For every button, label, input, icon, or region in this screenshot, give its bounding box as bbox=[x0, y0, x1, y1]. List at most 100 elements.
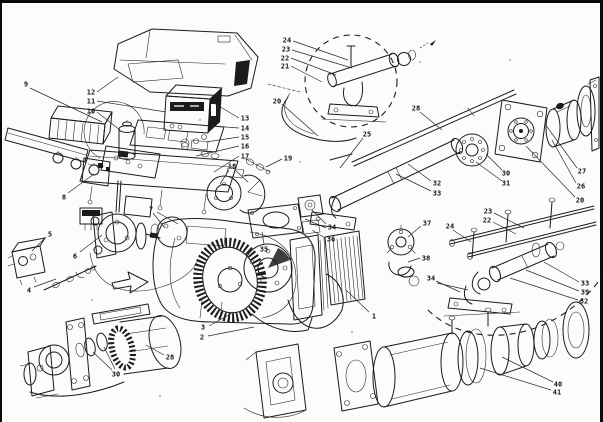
leader-line-23-27 bbox=[291, 49, 353, 69]
callout-14: 14 bbox=[241, 125, 249, 133]
leader-line-31-36 bbox=[475, 161, 503, 182]
leader-line-8-9 bbox=[67, 173, 95, 194]
callout-3: 3 bbox=[201, 324, 205, 332]
callout-4: 4 bbox=[27, 287, 31, 295]
leader-line-34-43 bbox=[435, 280, 461, 293]
callout-21: 21 bbox=[281, 63, 289, 71]
leader-line-21-29 bbox=[290, 65, 323, 83]
callout-16: 16 bbox=[241, 143, 249, 151]
callout-30: 30 bbox=[502, 170, 510, 178]
leader-line-41-48 bbox=[479, 367, 552, 391]
leader-line-20-39 bbox=[525, 145, 576, 198]
leader-line-9-0 bbox=[29, 87, 103, 123]
callout-32: 32 bbox=[433, 180, 441, 188]
callout-41: 41 bbox=[553, 389, 561, 397]
callout-5: 5 bbox=[48, 231, 52, 239]
callout-35: 35 bbox=[260, 246, 268, 254]
leader-line-3-16 bbox=[208, 311, 235, 327]
frame-border-left bbox=[0, 0, 2, 422]
callout-24: 24 bbox=[283, 37, 291, 45]
leader-line-25-31 bbox=[339, 137, 364, 169]
leader-line-30-25 bbox=[103, 346, 116, 370]
leader-line-35-19 bbox=[261, 231, 265, 245]
leader-line-34-20 bbox=[304, 218, 327, 229]
blower-housing-group bbox=[150, 157, 344, 332]
leader-line-18-10 bbox=[234, 169, 249, 183]
leader-line-39-45 bbox=[525, 269, 580, 292]
callout-7: 7 bbox=[149, 206, 153, 214]
leader-line-13-4 bbox=[211, 101, 240, 119]
leader-line-17-8 bbox=[213, 155, 240, 173]
leader-line-7-12 bbox=[152, 212, 165, 228]
callout-20: 20 bbox=[576, 197, 584, 205]
callout-32: 32 bbox=[580, 298, 588, 306]
leader-line-15-6 bbox=[205, 136, 240, 143]
callout-22: 22 bbox=[281, 55, 289, 63]
heater-grid-group bbox=[289, 230, 366, 321]
leader-line-27-37 bbox=[544, 123, 578, 169]
callout-10: 10 bbox=[87, 108, 95, 116]
leader-line-6-13 bbox=[79, 234, 103, 253]
leader-line-18-10 bbox=[219, 169, 230, 185]
callout-17: 17 bbox=[241, 153, 249, 161]
leader-line-11-2 bbox=[96, 100, 167, 113]
leader-line-34-20 bbox=[311, 209, 327, 225]
relay-block bbox=[4, 105, 161, 179]
leader-line-28-24 bbox=[145, 344, 165, 356]
leader-line-19-11 bbox=[265, 158, 283, 168]
callout-28: 28 bbox=[166, 354, 174, 362]
frame-border-top bbox=[0, 0, 603, 3]
callout-18: 18 bbox=[228, 163, 236, 171]
callout-12: 12 bbox=[87, 89, 95, 97]
callout-26: 26 bbox=[577, 183, 585, 191]
leader-line-38-23 bbox=[407, 257, 421, 263]
leader-line-28-32 bbox=[419, 111, 443, 131]
leader-line-32-33 bbox=[407, 163, 432, 182]
callout-15: 15 bbox=[241, 134, 249, 142]
leader-line-40-47 bbox=[501, 356, 554, 383]
callout-13: 13 bbox=[241, 115, 249, 123]
leader-line-36-21 bbox=[311, 229, 326, 239]
frame-border-right bbox=[600, 0, 603, 422]
scan-speckles bbox=[91, 59, 557, 397]
leader-line-26-38 bbox=[551, 139, 577, 184]
leader-line-24-42 bbox=[452, 229, 472, 243]
callout-23: 23 bbox=[484, 208, 492, 216]
leader-line-14-5 bbox=[199, 124, 240, 129]
leader-line-4-15 bbox=[33, 278, 57, 288]
leader-line-2-17 bbox=[207, 326, 255, 337]
callout-1: 1 bbox=[372, 313, 376, 321]
callout-24: 24 bbox=[446, 223, 454, 231]
leader-line-5-14 bbox=[31, 236, 47, 252]
leader-line-10-3 bbox=[96, 111, 121, 131]
callout-38: 38 bbox=[422, 255, 430, 263]
leader-line-30-25 bbox=[92, 351, 113, 371]
leader-line-20-30 bbox=[281, 103, 319, 137]
callout-8: 8 bbox=[62, 194, 66, 202]
callout-2: 2 bbox=[200, 334, 204, 342]
callout-11: 11 bbox=[87, 98, 95, 106]
callout-34: 34 bbox=[427, 275, 435, 283]
leader-line-7-12 bbox=[156, 211, 179, 225]
callout-19: 19 bbox=[284, 155, 292, 163]
combustion-head-group bbox=[243, 301, 590, 419]
callout-27: 27 bbox=[578, 168, 586, 176]
callout-9: 9 bbox=[24, 81, 28, 89]
callout-39: 39 bbox=[581, 289, 589, 297]
callout-37: 37 bbox=[423, 220, 431, 228]
leader-line-30-35 bbox=[485, 153, 503, 171]
leader-line-37-22 bbox=[407, 225, 422, 238]
callout-6: 6 bbox=[73, 253, 77, 261]
leader-line-33-44 bbox=[543, 261, 580, 283]
callout-25: 25 bbox=[363, 131, 371, 139]
fuel-pump-group bbox=[89, 211, 198, 292]
diffuser-group bbox=[386, 224, 420, 287]
leader-line-32-46 bbox=[509, 277, 579, 301]
callout-34: 34 bbox=[328, 224, 336, 232]
callout-30: 30 bbox=[112, 371, 120, 379]
leader-line-34-43 bbox=[436, 282, 469, 291]
drive-shaft-group bbox=[267, 34, 600, 231]
